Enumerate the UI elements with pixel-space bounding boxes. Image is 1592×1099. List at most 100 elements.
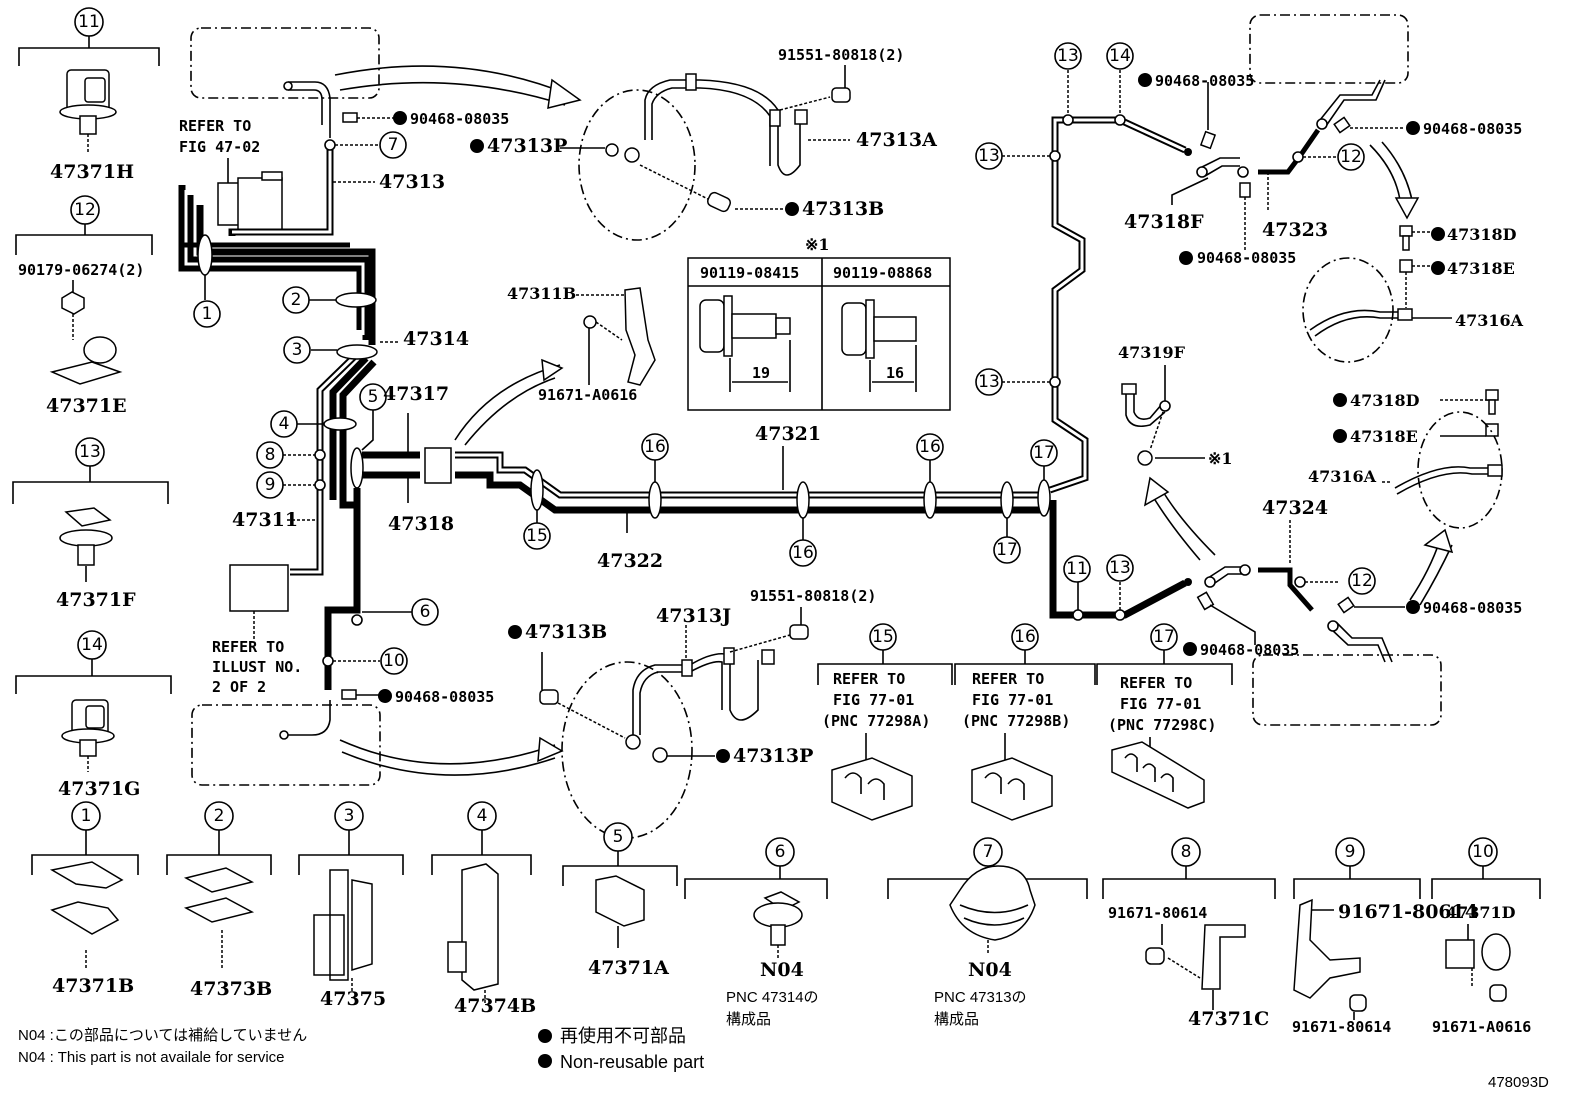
legend-nonreuse-jp: 再使用不可部品 xyxy=(560,1026,686,1046)
arrow-head-icon xyxy=(537,736,564,763)
svg-text:7: 7 xyxy=(983,842,994,862)
callout-12b xyxy=(1348,567,1376,595)
hose-47319F xyxy=(1125,392,1166,428)
arrow xyxy=(1151,489,1216,561)
non-reusable-icon xyxy=(1333,429,1347,443)
non-reusable-icon xyxy=(1138,73,1152,87)
svg-text:5: 5 xyxy=(613,827,624,847)
svg-text:FIG 77-01: FIG 77-01 xyxy=(972,691,1053,709)
bracket-47311B-icon xyxy=(624,287,656,386)
non-reusable-icon xyxy=(538,1054,552,1068)
group-10-47371D: 10 47371D 91671-A0616 xyxy=(1431,837,1541,1036)
part-label: 90179-06274(2) xyxy=(18,261,144,279)
group-7-N04: 7 N04 PNC 47313の 構成品 xyxy=(887,837,1088,1028)
arrow xyxy=(1369,141,1413,201)
svg-text:47311: 47311 xyxy=(232,509,298,531)
non-reusable-icon xyxy=(393,111,407,125)
svg-text:7: 7 xyxy=(388,135,399,155)
svg-text:12: 12 xyxy=(1351,571,1373,591)
callout-10 xyxy=(380,647,408,675)
svg-text:15: 15 xyxy=(526,526,548,546)
clamp-77298B-icon xyxy=(971,757,1053,821)
clamp-icon xyxy=(595,875,645,927)
group-4-47374B: 4 47374B xyxy=(431,801,536,1017)
pipe-lower-right xyxy=(1049,500,1187,619)
svg-text:16: 16 xyxy=(919,437,941,457)
callout-8 xyxy=(256,441,284,469)
pipe-left-down xyxy=(324,488,361,690)
svg-text:47319F: 47319F xyxy=(1118,343,1186,362)
union-bolt-icon xyxy=(1399,225,1413,273)
clip-icon xyxy=(1337,596,1355,614)
arrow-head-icon xyxy=(1143,476,1170,507)
svg-text:FIG 47-02: FIG 47-02 xyxy=(179,138,260,156)
non-reusable-icon xyxy=(1406,121,1420,135)
callout-16 xyxy=(641,433,669,461)
part-label: 47371E xyxy=(46,395,127,417)
bolt-icon xyxy=(1349,994,1367,1012)
bracket xyxy=(18,36,160,66)
pipe-47323 xyxy=(1258,128,1321,175)
svg-text:FIG 77-01: FIG 77-01 xyxy=(833,691,914,709)
svg-text:6: 6 xyxy=(420,602,431,622)
bracket-icon xyxy=(1293,898,1361,999)
svg-text:90468-08035: 90468-08035 xyxy=(1197,249,1296,267)
svg-text:(PNC 77298C): (PNC 77298C) xyxy=(1108,716,1216,734)
svg-text:REFER TO: REFER TO xyxy=(1120,674,1192,692)
legend: N04 :この部品については補給していません N04 : This part i… xyxy=(18,1026,704,1072)
svg-text:6: 6 xyxy=(775,842,786,862)
group-9-47381: 9 91671-80614 91671-80614 xyxy=(1292,837,1478,1036)
svg-text:90468-08035: 90468-08035 xyxy=(395,688,494,706)
callout-2 xyxy=(282,286,310,314)
callout-1 xyxy=(193,300,221,328)
svg-text:17: 17 xyxy=(1033,443,1055,463)
svg-text:17: 17 xyxy=(1153,627,1175,647)
svg-text:47318D: 47318D xyxy=(1447,225,1517,244)
bolt-icon xyxy=(1145,947,1165,965)
clamp-ref-15: 15 REFER TO FIG 77-01 (PNC 77298A) xyxy=(817,623,953,821)
svg-text:47318: 47318 xyxy=(388,513,454,535)
svg-text:47374B: 47374B xyxy=(454,995,536,1017)
clip-47371G-icon xyxy=(61,699,115,757)
pipe-main-horizontal xyxy=(362,447,1045,514)
callout-3 xyxy=(283,336,311,364)
svg-text:14: 14 xyxy=(81,635,103,655)
svg-text:REFER TO: REFER TO xyxy=(972,670,1044,688)
clamp-1 xyxy=(197,234,213,276)
svg-text:47322: 47322 xyxy=(597,550,663,572)
svg-text:13: 13 xyxy=(978,146,1000,166)
brake-actuator-icon xyxy=(217,171,283,235)
figure-id: 478093D xyxy=(1488,1074,1549,1091)
group-11-47371H: 11 47371H xyxy=(18,7,160,183)
svg-text:90468-08035: 90468-08035 xyxy=(1200,641,1299,659)
svg-text:15: 15 xyxy=(872,627,894,647)
bolt-length-2: 16 xyxy=(886,364,904,382)
clamp-5 xyxy=(350,447,364,489)
callout-4 xyxy=(270,410,298,438)
svg-text:13: 13 xyxy=(978,372,1000,392)
callout-7 xyxy=(379,131,407,159)
clamp-77298C-icon xyxy=(1111,741,1205,809)
clamp-4 xyxy=(323,417,357,431)
clamp-ref-17: 17 REFER TO FIG 77-01 (PNC 77298C) xyxy=(1096,623,1233,809)
clamp-icon xyxy=(461,863,499,991)
bolt-icon xyxy=(706,191,732,213)
svg-text:47313B: 47313B xyxy=(802,198,884,220)
callout-9 xyxy=(256,471,284,499)
svg-text:47371D: 47371D xyxy=(1446,903,1516,922)
non-reusable-icon xyxy=(378,689,392,703)
bolt-table-title: ※1 xyxy=(805,235,830,254)
svg-text:47311B: 47311B xyxy=(507,284,576,303)
svg-text:91551-80818(2): 91551-80818(2) xyxy=(750,587,876,605)
svg-text:3: 3 xyxy=(344,806,355,826)
svg-text:91671-80614: 91671-80614 xyxy=(1338,901,1478,923)
group-8-47371C: 8 91671-80614 47371C xyxy=(1102,837,1276,1030)
svg-text:47371B: 47371B xyxy=(52,975,134,997)
clip-icon xyxy=(1239,182,1251,198)
group-6-N04: 6 N04 PNC 47314の 構成品 xyxy=(684,837,828,1028)
clamp-icon xyxy=(49,861,124,935)
arrow xyxy=(339,739,556,765)
group-2-47373B: 2 47373B xyxy=(166,801,272,1000)
svg-text:13: 13 xyxy=(1057,46,1079,66)
